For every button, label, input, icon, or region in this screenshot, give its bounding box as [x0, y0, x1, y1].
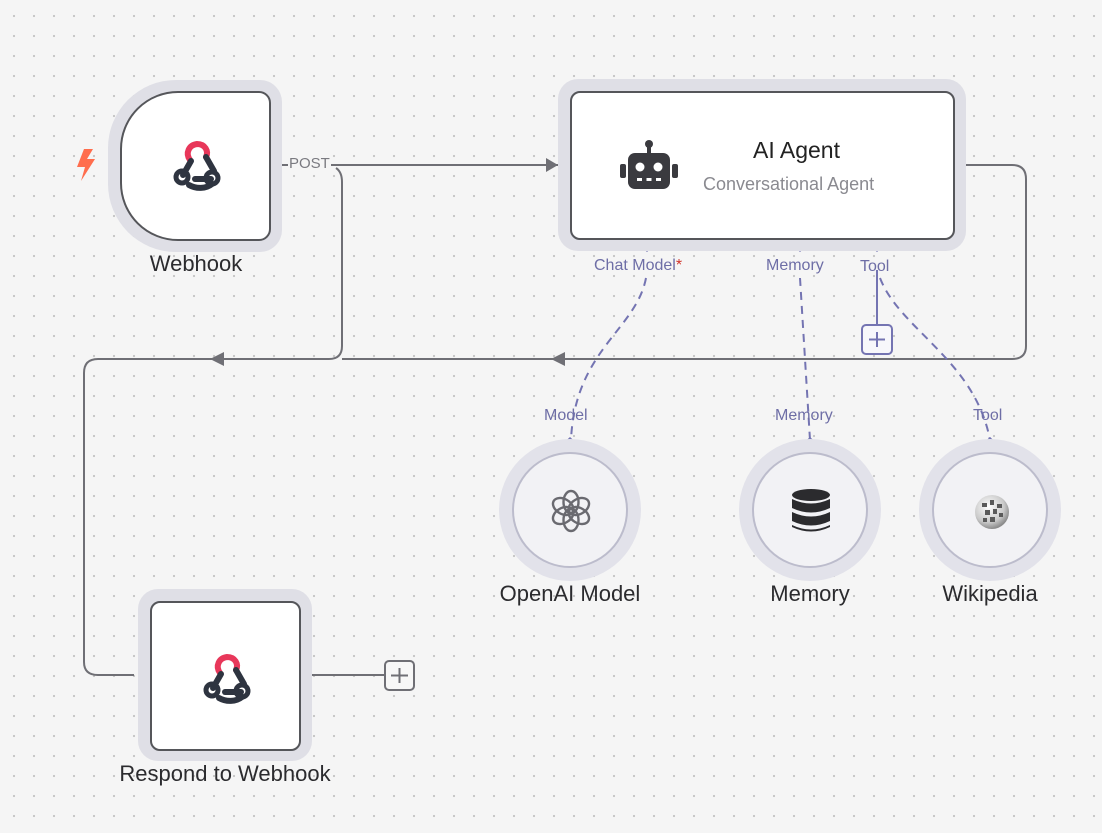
- openai-icon: [548, 488, 594, 539]
- tool-handle-label: Tool: [860, 258, 890, 275]
- database-icon: [790, 488, 832, 539]
- robot-icon: [618, 139, 680, 196]
- ai-agent-node[interactable]: AI Agent Conversational Agent: [570, 91, 955, 240]
- required-marker: *: [675, 257, 683, 274]
- openai-model-node[interactable]: [512, 452, 628, 568]
- openai-model-handle-label: Model: [544, 407, 588, 424]
- memory-sub-handle-label: Memory: [775, 407, 833, 424]
- edge-arrow: [551, 352, 565, 366]
- edge-chat-model-to-openai[interactable]: [570, 277, 647, 441]
- edge-webhook-to-respond[interactable]: [83, 167, 343, 676]
- agent-subtitle: Conversational Agent: [703, 174, 875, 194]
- edge-tool-to-wikipedia[interactable]: [879, 277, 991, 441]
- wikipedia-label: Wikipedia: [942, 581, 1038, 606]
- add-node-after-respond-button[interactable]: [384, 660, 415, 691]
- edge-arrow: [546, 158, 558, 172]
- respond-to-webhook-node[interactable]: [150, 601, 301, 751]
- add-tool-button[interactable]: [861, 324, 893, 355]
- lightning-bolt-icon: [74, 148, 98, 187]
- webhook-label: Webhook: [149, 251, 243, 276]
- respond-to-webhook-label: Respond to Webhook: [119, 761, 331, 786]
- memory-label: Memory: [770, 581, 850, 606]
- chat-model-handle-label: Chat Model*: [594, 257, 682, 275]
- post-connection-label: POST: [288, 155, 331, 172]
- chat-model-text: Chat Model: [594, 257, 676, 274]
- webhook-icon: [199, 652, 255, 709]
- webhook-node[interactable]: [120, 91, 271, 241]
- webhook-icon: [169, 139, 225, 196]
- openai-model-label: OpenAI Model: [499, 581, 641, 606]
- memory-handle-label: Memory: [766, 257, 824, 274]
- wikipedia-tool-handle-label: Tool: [973, 407, 1003, 424]
- wikipedia-globe-icon: [973, 493, 1011, 536]
- agent-title: AI Agent: [753, 137, 840, 163]
- wikipedia-node[interactable]: [932, 452, 1048, 568]
- edge-agent-to-respond[interactable]: [342, 164, 1027, 360]
- edge-arrow: [210, 352, 224, 366]
- memory-node[interactable]: [752, 452, 868, 568]
